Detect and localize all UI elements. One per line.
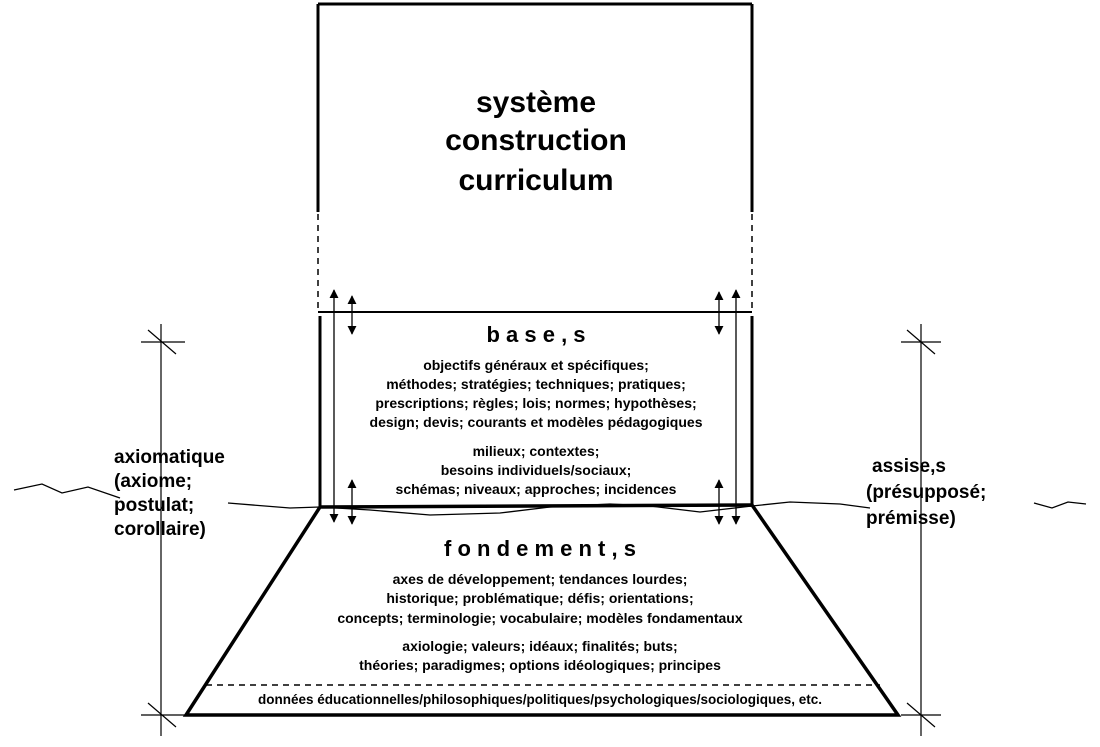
base-line-3: prescriptions; règles; lois; normes; hyp…	[375, 395, 696, 411]
fondement-bottom-line: données éducationnelles/philosophiques/p…	[258, 692, 822, 707]
right-label-line-1: assise,s	[872, 456, 946, 477]
top-box-line-3: curriculum	[458, 164, 613, 197]
base-line-7: schémas; niveaux; approches; incidences	[396, 481, 677, 497]
right-label: assise,s (présupposé; prémisse)	[866, 456, 986, 529]
left-label-line-4: corollaire)	[114, 519, 206, 540]
ground-line-left-fragment	[13, 483, 121, 499]
fondement-line-1: axes de développement; tendances lourdes…	[393, 571, 688, 587]
base-line-2: méthodes; stratégies; techniques; pratiq…	[386, 376, 686, 392]
fondement-line-3: concepts; terminologie; vocabulaire; mod…	[337, 610, 743, 626]
base-line-6: besoins individuels/sociaux;	[441, 462, 632, 478]
fondement-line-5: théories; paradigmes; options idéologiqu…	[359, 657, 721, 673]
link-arrows	[329, 289, 741, 525]
left-label: axiomatique (axiome; postulat; corollair…	[114, 447, 225, 540]
left-label-line-1: axiomatique	[114, 447, 225, 468]
fondement-heading: f o n d e m e n t , s	[444, 536, 636, 561]
fondement-line-2: historique; problématique; défis; orient…	[386, 590, 693, 606]
left-label-line-2: (axiome;	[114, 471, 192, 492]
top-box: système construction curriculum	[316, 2, 754, 312]
base-line-5: milieux; contextes;	[473, 443, 600, 459]
left-dimension-line	[141, 324, 185, 736]
base-box: b a s e , s objectifs généraux et spécif…	[318, 311, 754, 507]
top-box-line-1: système	[476, 86, 596, 119]
fondement-line-4: axiologie; valeurs; idéaux; finalités; b…	[402, 638, 677, 654]
base-line-1: objectifs généraux et spécifiques;	[423, 357, 649, 373]
fondement-trapezoid: f o n d e m e n t , s axes de développem…	[182, 503, 902, 717]
top-box-line-2: construction	[445, 124, 627, 157]
left-label-line-3: postulat;	[114, 495, 194, 516]
ground-line-right-fragment	[1033, 501, 1087, 509]
base-line-4: design; devis; courants et modèles pédag…	[370, 414, 703, 430]
right-label-line-3: prémisse)	[866, 508, 956, 529]
right-label-line-2: (présupposé;	[866, 482, 986, 503]
base-heading: b a s e , s	[486, 322, 585, 347]
right-dimension-line	[901, 324, 941, 736]
